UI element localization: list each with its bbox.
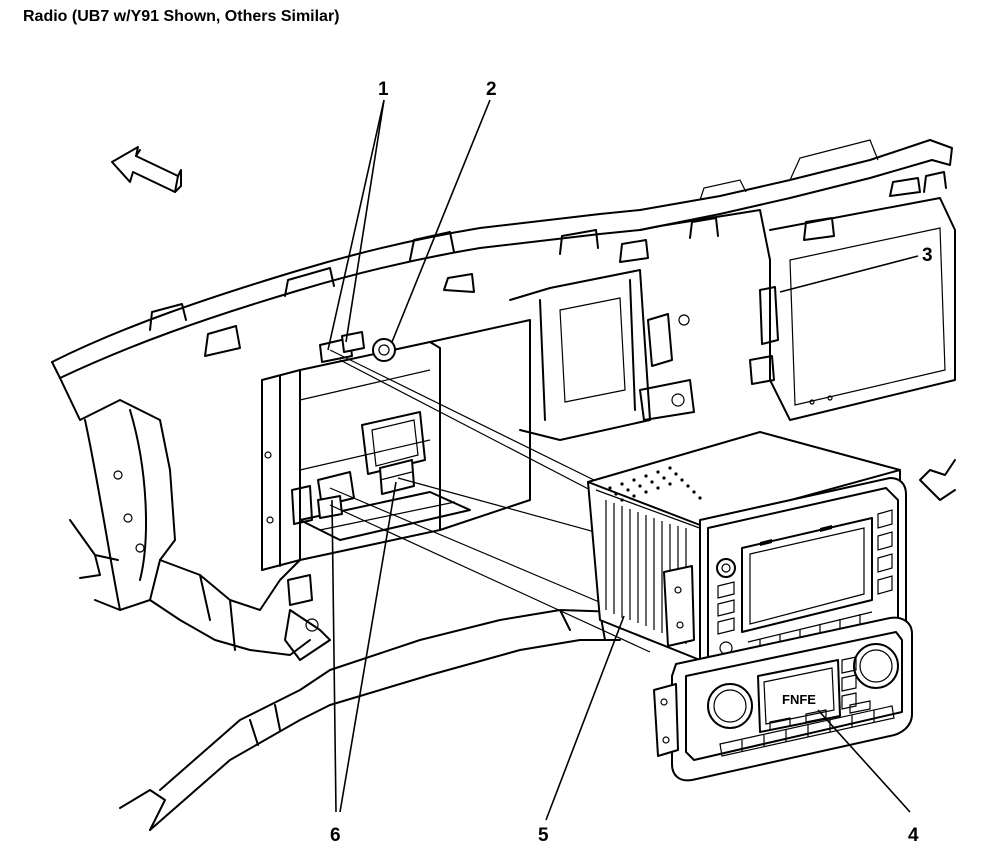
leader-lines [327, 99, 919, 821]
callout-5: 5 [538, 825, 549, 846]
instrument-panel-carrier [51, 139, 956, 831]
alignment-lines [329, 349, 691, 653]
hvac-control-module: FNFE [653, 616, 913, 782]
callout-3: 3 [922, 245, 933, 266]
callout-1: 1 [378, 79, 389, 100]
callout-4: 4 [908, 825, 919, 846]
figure-title: Radio (UB7 w/Y91 Shown, Others Similar) [23, 8, 340, 25]
callout-2: 2 [486, 79, 497, 100]
direction-arrow-icon [111, 146, 182, 193]
hvac-display-text: FNFE [782, 692, 816, 707]
callout-6: 6 [330, 825, 341, 846]
